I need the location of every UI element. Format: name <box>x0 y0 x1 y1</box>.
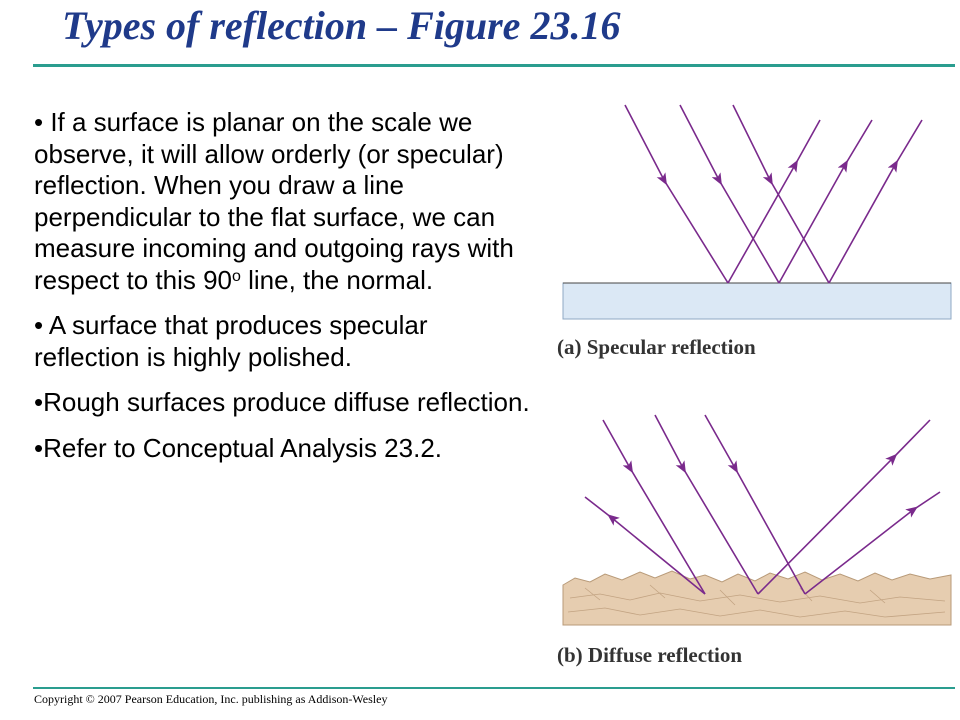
copyright-footer: Copyright © 2007 Pearson Education, Inc.… <box>34 692 388 706</box>
incident-ray <box>602 419 706 595</box>
bullet-specular-definition: • If a surface is planar on the scale we… <box>34 107 534 296</box>
scattered-ray <box>804 491 941 595</box>
caption-specular: (a) Specular reflection <box>557 335 756 359</box>
reflection-figure <box>562 104 952 626</box>
incident-ray <box>679 104 780 284</box>
bullet-list: • If a surface is planar on the scale we… <box>34 107 534 478</box>
reflected-ray <box>727 119 821 284</box>
title-rule <box>33 64 955 67</box>
diffuse-diagram <box>562 414 952 626</box>
bullet-reference: •Refer to Conceptual Analysis 23.2. <box>34 432 443 463</box>
specular-diagram <box>562 104 952 320</box>
scattered-ray <box>584 496 706 595</box>
caption-diffuse: (b) Diffuse reflection <box>557 643 743 667</box>
bullet-text: • If a surface is planar on the scale we… <box>34 107 514 295</box>
reflected-ray <box>828 119 923 284</box>
slide-title: Types of reflection – Figure 23.16 <box>62 3 621 48</box>
bullet-diffuse: •Rough surfaces produce diffuse reflecti… <box>34 387 530 417</box>
bullet-text-end: line, the normal. <box>240 264 434 295</box>
incident-ray <box>704 414 806 595</box>
incident-ray <box>624 104 729 284</box>
degree-superscript: o <box>232 267 241 285</box>
incident-ray <box>732 104 830 284</box>
footer-rule <box>33 687 955 689</box>
flat-surface <box>562 282 952 320</box>
incident-ray <box>654 414 759 595</box>
scattered-ray <box>757 419 931 595</box>
reflected-ray <box>778 119 873 284</box>
bullet-polished: • A surface that produces specular refle… <box>34 310 428 372</box>
